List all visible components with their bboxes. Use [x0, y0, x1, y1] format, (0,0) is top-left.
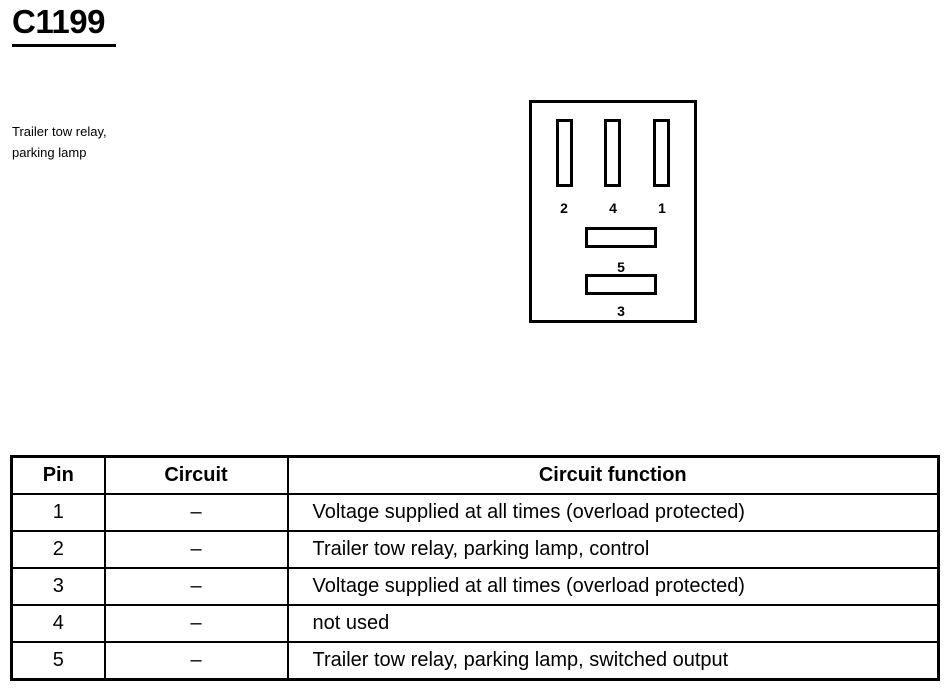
cell-pin: 5	[10, 641, 106, 681]
cell-function: Trailer tow relay, parking lamp, switche…	[286, 641, 940, 681]
header-pin: Pin	[10, 455, 106, 495]
connector-description: Trailer tow relay, parking lamp	[12, 121, 212, 163]
cell-pin: 1	[10, 493, 106, 532]
pin-slot-5	[585, 227, 657, 248]
pin-label-2: 2	[560, 200, 568, 216]
cell-pin: 4	[10, 604, 106, 643]
cell-circuit: –	[103, 604, 289, 643]
pin-slot-3	[585, 274, 657, 295]
cell-function: Voltage supplied at all times (overload …	[286, 493, 940, 532]
table-row: 4 – not used	[10, 604, 940, 643]
cell-function: Trailer tow relay, parking lamp, control	[286, 530, 940, 569]
pin-label-4: 4	[609, 200, 617, 216]
pin-slot-4	[604, 119, 621, 187]
pin-label-5: 5	[617, 259, 625, 275]
cell-pin: 2	[10, 530, 106, 569]
pin-label-1: 1	[658, 200, 666, 216]
header-circuit-function: Circuit function	[286, 455, 940, 495]
pin-label-3: 3	[617, 303, 625, 319]
cell-circuit: –	[103, 641, 289, 681]
cell-circuit: –	[103, 493, 289, 532]
pin-slot-1	[653, 119, 670, 187]
table-row: 2 – Trailer tow relay, parking lamp, con…	[10, 530, 940, 569]
description-line-2: parking lamp	[12, 145, 87, 160]
cell-circuit: –	[103, 530, 289, 569]
pin-slot-2	[556, 119, 573, 187]
cell-function: Voltage supplied at all times (overload …	[286, 567, 940, 606]
cell-pin: 3	[10, 567, 106, 606]
table-header-row: Pin Circuit Circuit function	[10, 455, 940, 495]
description-line-1: Trailer tow relay,	[12, 124, 107, 139]
table-row: 1 – Voltage supplied at all times (overl…	[10, 493, 940, 532]
pin-function-table: Pin Circuit Circuit function 1 – Voltage…	[10, 455, 940, 681]
cell-function: not used	[286, 604, 940, 643]
header-circuit: Circuit	[103, 455, 289, 495]
connector-face-diagram: 2 4 1 5 3	[529, 100, 697, 323]
cell-circuit: –	[103, 567, 289, 606]
table-row: 5 – Trailer tow relay, parking lamp, swi…	[10, 641, 940, 681]
connector-id-heading: C1199	[12, 2, 116, 47]
table-row: 3 – Voltage supplied at all times (overl…	[10, 567, 940, 606]
